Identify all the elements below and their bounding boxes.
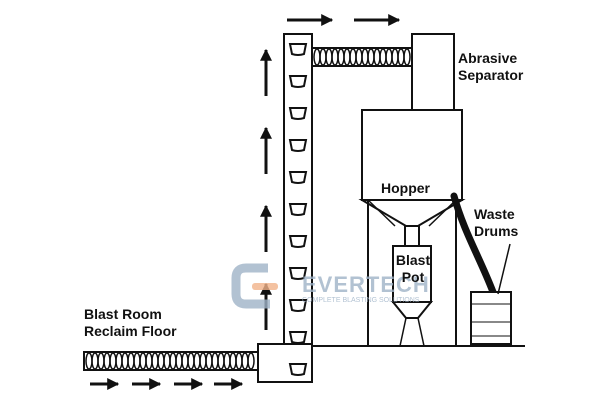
waste-pipe [450, 192, 497, 296]
floor-screw-conveyor [83, 351, 259, 371]
label-reclaim-floor: Blast Room Reclaim Floor [84, 306, 177, 339]
waste-drums-pointer [497, 243, 511, 295]
waste-drum [470, 291, 512, 345]
label-hopper: Hopper [381, 180, 430, 196]
auger-coil [247, 352, 255, 370]
watermark-tagline: COMPLETE BLASTING SOLUTIONS [302, 297, 420, 304]
evertech-watermark: EVERTECH COMPLETE BLASTING SOLUTIONS [231, 263, 430, 309]
auger-coil [403, 48, 411, 66]
hopper [358, 109, 466, 346]
elevator-buckets [288, 43, 308, 376]
elevator-bucket [288, 299, 308, 312]
elevator-bucket [288, 203, 308, 216]
evertech-logo-icon [231, 263, 270, 309]
flow-arrows [90, 14, 401, 390]
bucket-elevator [257, 33, 313, 383]
elevator-bucket [288, 171, 308, 184]
elevator-bucket [288, 139, 308, 152]
elevator-bucket [288, 331, 308, 344]
label-blast-pot: Blast Pot [395, 252, 431, 285]
elevator-bucket [288, 75, 308, 88]
watermark-brand: EVERTECH [302, 272, 430, 297]
blast-pot [390, 245, 434, 347]
elevator-bucket [288, 235, 308, 248]
top-screw-conveyor [311, 47, 413, 67]
elevator-bucket [288, 107, 308, 120]
elevator-bucket [288, 267, 308, 280]
elevator-bucket [288, 43, 308, 56]
elevator-bucket [288, 363, 308, 376]
label-abrasive-separator: Abrasive Separator [458, 50, 524, 83]
evertech-logo-bar [252, 283, 278, 290]
label-waste-drums: Waste Drums [474, 206, 519, 239]
abrasive-separator [411, 33, 455, 111]
